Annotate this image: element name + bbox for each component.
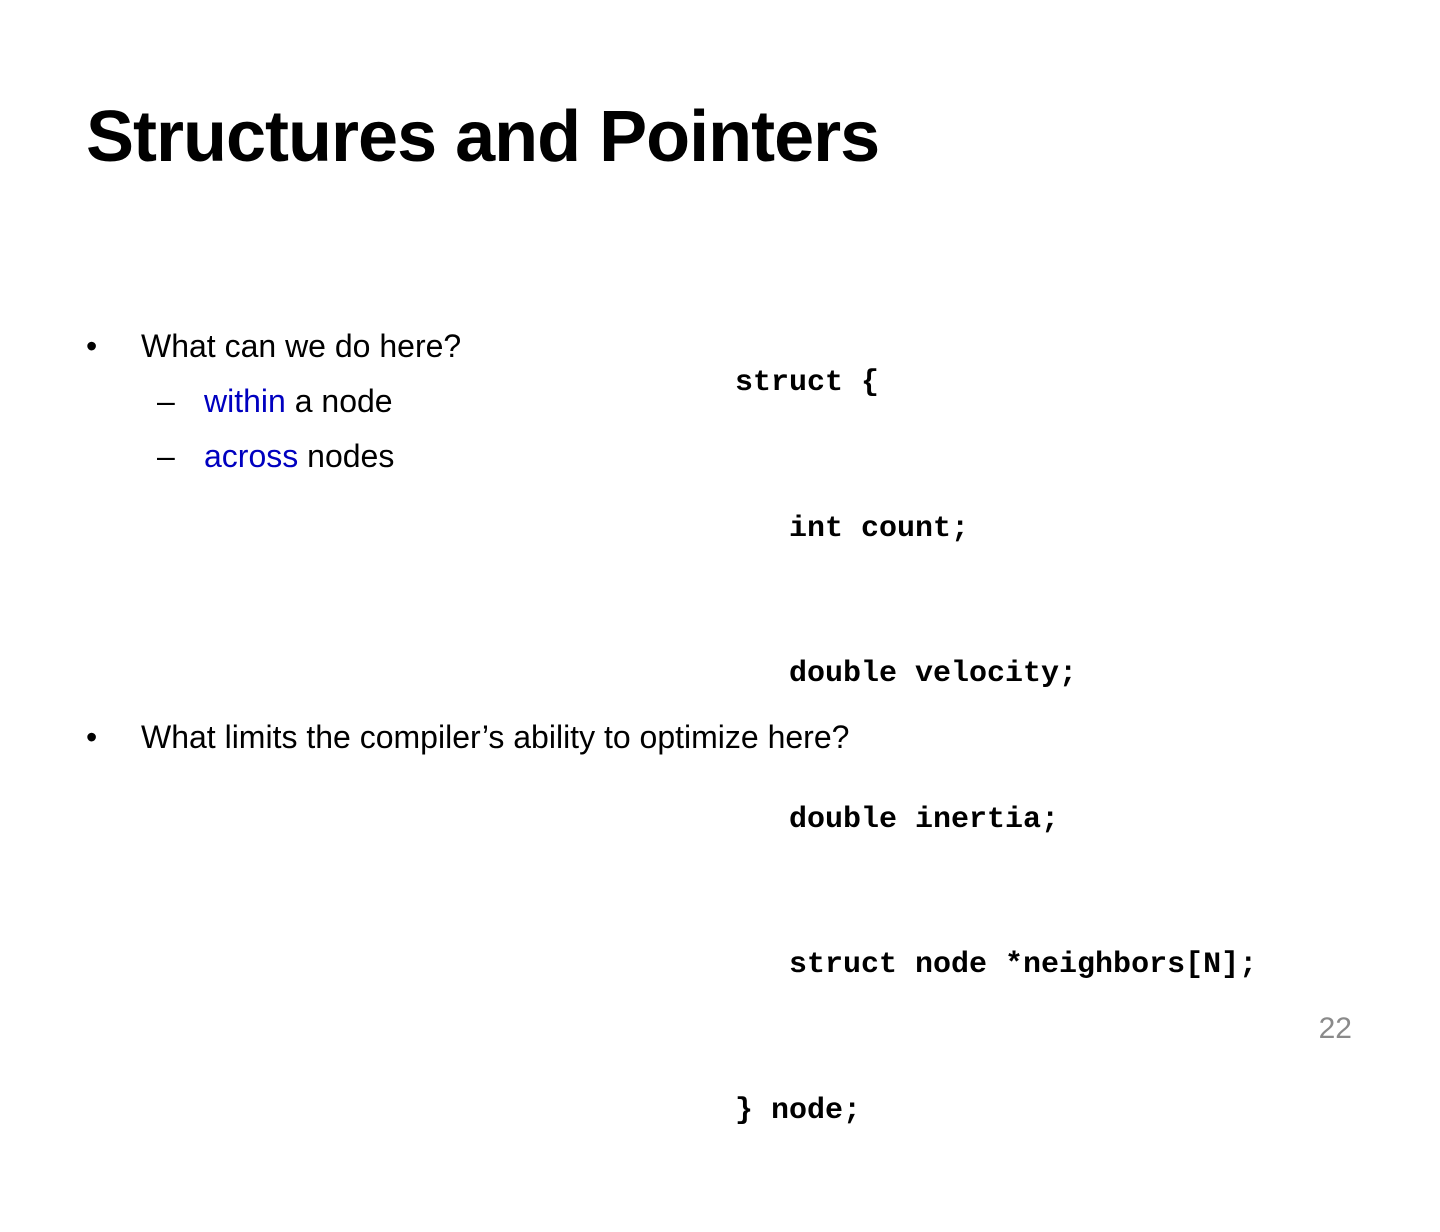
code-line: double velocity; bbox=[735, 657, 1078, 691]
bullet-text: What limits the compiler’s ability to op… bbox=[141, 719, 850, 755]
code-line: struct { bbox=[735, 366, 880, 400]
slide-title: Structures and Pointers bbox=[86, 97, 880, 177]
highlighted-keyword: across bbox=[204, 438, 299, 474]
code-block: struct { int count; double velocity; dou… bbox=[735, 262, 1257, 1232]
bullet-marker: • bbox=[86, 328, 98, 364]
slide: Structures and Pointers • What can we do… bbox=[86, 97, 1352, 1128]
code-line: int count; bbox=[735, 511, 970, 546]
bullet-text: What can we do here? bbox=[141, 328, 462, 364]
sub-bullet-text: within a node bbox=[204, 382, 393, 420]
highlighted-keyword: within bbox=[204, 383, 286, 419]
sub-bullet-marker: – bbox=[157, 438, 175, 474]
code-line: } node; bbox=[735, 1093, 862, 1128]
sub-bullet-text: across nodes bbox=[204, 437, 394, 475]
code-line: double inertia; bbox=[735, 802, 1060, 837]
sub-bullet-rest: nodes bbox=[298, 438, 395, 474]
code-line: struct node *neighbors[N]; bbox=[735, 948, 1258, 982]
sub-bullet-rest: a node bbox=[285, 383, 393, 419]
page-number: 22 bbox=[1318, 1012, 1352, 1045]
sub-bullet-marker: – bbox=[157, 383, 175, 419]
bullet-marker: • bbox=[86, 719, 98, 755]
